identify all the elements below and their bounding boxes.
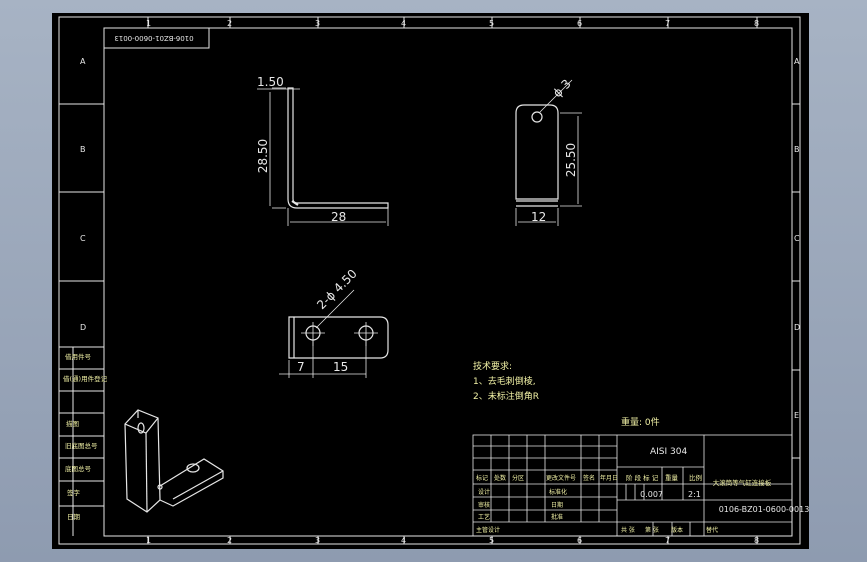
bottom-number-8: 8: [754, 536, 759, 545]
left-panel-label-6: 底图总号: [65, 464, 92, 473]
rev-header-1: 标记: [476, 474, 488, 482]
bottom-row-1: 共 张: [621, 526, 635, 534]
side-dim-width: 12: [531, 210, 546, 224]
top-number-3: 3: [315, 19, 320, 28]
left-letter-d: D: [80, 323, 86, 332]
bottom-number-2: 2: [227, 536, 232, 545]
title-weight: 0.007: [640, 490, 663, 499]
bottom-number-7: 7: [665, 536, 670, 545]
inner-frame: [103, 27, 793, 537]
top-number-7: 7: [665, 19, 670, 28]
rev-header-5: 签名: [583, 474, 595, 482]
bottom-number-3: 3: [315, 536, 320, 545]
side-dim-height: 25.50: [564, 143, 578, 177]
tech-notes-line1: 1、去毛刺倒棱,: [473, 375, 536, 387]
bottom-number-1: 1: [146, 536, 151, 545]
front-dim-length: 28: [331, 210, 346, 224]
drawing-sheet: [52, 13, 809, 549]
rev-header-6: 年月日: [600, 474, 618, 482]
front-dim-thickness: 1.50: [257, 75, 284, 89]
title-weight-label: 重量: [665, 474, 679, 482]
left-panel-label-2: 借(通)用件登记: [63, 374, 108, 383]
top-number-6: 6: [577, 19, 582, 28]
isometric-view[interactable]: [124, 409, 224, 513]
top-number-8: 8: [754, 19, 759, 28]
top-number-2: 2: [227, 19, 232, 28]
title-scale-label: 比例: [689, 473, 702, 482]
rev-header-3: 分区: [512, 474, 524, 482]
left-panel-label-4: 描图: [66, 419, 79, 428]
rev-header-2: 处数: [494, 474, 506, 482]
std-col-3: 批准: [551, 513, 563, 521]
left-letter-c: C: [80, 234, 86, 243]
right-letter-c: C: [794, 234, 800, 243]
rev-header-4: 更改文件号: [546, 474, 576, 482]
bottom-row-3: 版本: [671, 526, 683, 534]
left-letter-b: B: [80, 145, 86, 154]
left-panel-label-5: 旧底图总号: [65, 441, 98, 450]
side-view[interactable]: [515, 104, 559, 207]
title-drawing-number: 0106-BZ01-0600-0013: [719, 505, 810, 514]
left-panel-label-7: 签字: [67, 488, 81, 497]
right-letter-d: D: [794, 323, 800, 332]
top-dim-a: 7: [297, 360, 305, 374]
bottom-row-2: 第 张: [645, 526, 659, 534]
bottom-number-6: 6: [577, 536, 582, 545]
bottom-number-5: 5: [489, 536, 494, 545]
approve-label: 主管设计: [476, 526, 500, 534]
top-number-1: 1: [146, 19, 151, 28]
role-row-2: 审核: [478, 501, 490, 509]
title-block: [472, 434, 793, 537]
left-panel-label-1: 借用件号: [65, 352, 92, 361]
bottom-row-4: 替代: [706, 526, 718, 534]
header-stamp-box: [103, 27, 210, 49]
tech-notes-title: 技术要求:: [473, 360, 512, 372]
title-material: AISI 304: [650, 447, 687, 457]
top-number-4: 4: [401, 19, 406, 28]
role-row-1: 设计: [478, 488, 490, 496]
role-row-3: 工艺: [478, 513, 490, 521]
left-letter-a: A: [80, 57, 86, 66]
std-col-1: 标准化: [549, 488, 567, 496]
bottom-number-4: 4: [401, 536, 406, 545]
top-number-5: 5: [489, 19, 494, 28]
header-stamp-text: 0106-BZ01-0600-0013: [114, 34, 193, 42]
front-view[interactable]: [287, 87, 389, 209]
std-col-2: 日期: [551, 501, 563, 509]
top-dim-b: 15: [333, 360, 348, 374]
right-letter-e: E: [794, 411, 799, 420]
title-scale: 2:1: [688, 490, 701, 499]
title-stage-label: 阶 段 标 记: [626, 473, 659, 482]
right-letter-b: B: [794, 145, 800, 154]
tech-notes-line2: 2、未标注倒角R: [473, 390, 539, 402]
title-part-name: 大滚筒等气缸连接板: [713, 478, 772, 487]
front-dim-height: 28.50: [256, 139, 270, 173]
left-panel-label-8: 日期: [67, 513, 81, 521]
weight-note: 重量: 0件: [621, 416, 660, 428]
right-letter-a: A: [794, 57, 800, 66]
